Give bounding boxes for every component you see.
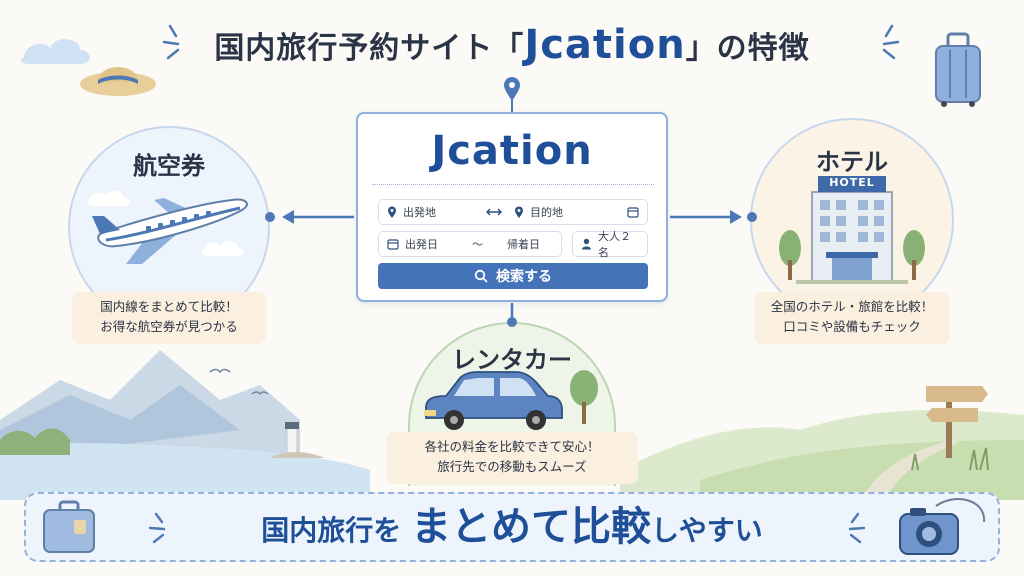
return-date-label: 帰着日 (507, 238, 540, 251)
sun-hat-icon (80, 67, 156, 96)
map-pin-icon (514, 206, 524, 219)
hotel-note-line1: 全国のホテル・旅館を比較！ (770, 299, 934, 314)
person-icon (581, 238, 592, 250)
airline-title: 航空券 (133, 152, 205, 180)
date-range-field[interactable]: 出発日 〜 帰着日 (378, 231, 562, 257)
hotel-building-icon (779, 176, 925, 284)
suitcase-icon (935, 32, 981, 107)
hotel-note: 全国のホテル・旅館を比較！ 口コミや設備もチェック (754, 292, 950, 344)
camera-icon (899, 498, 986, 555)
bottom-banner (24, 492, 1000, 562)
search-button[interactable]: 検索する (378, 263, 648, 289)
swap-arrows-icon[interactable] (486, 207, 502, 217)
card-divider (372, 184, 654, 185)
search-icon (474, 269, 488, 283)
sparkle-lines-right (882, 24, 900, 60)
departure-date-label: 出発日 (405, 238, 438, 251)
airline-note: 国内線をまとめて比較！ お得な航空券が見つかる (72, 292, 266, 344)
search-button-label: 検索する (496, 269, 552, 285)
pin-connector (511, 100, 513, 112)
calendar-icon (627, 206, 639, 218)
banner-part2: しやすい (651, 514, 763, 547)
passenger-field[interactable]: 大人２名 (572, 230, 648, 259)
page-title: 国内旅行予約サイト「Jcation」の特徴 (0, 22, 1024, 68)
search-card-logo: Jcation (431, 128, 593, 174)
title-suffix: 」の特徴 (685, 31, 810, 66)
banner-text: 国内旅行を まとめて比較しやすい (0, 496, 1024, 562)
airline-note-line2: お得な航空券が見つかる (100, 319, 238, 334)
route-field[interactable]: 出発地 目的地 (378, 199, 648, 225)
car-icon (424, 370, 598, 430)
map-pin-icon (387, 206, 397, 219)
luggage-icon (43, 500, 95, 553)
title-prefix: 国内旅行予約サイト「 (214, 31, 525, 66)
date-range-separator: 〜 (472, 238, 483, 251)
hotel-title: ホテル (816, 148, 888, 176)
hotel-note-line2: 口コミや設備もチェック (783, 319, 921, 334)
destination-label: 目的地 (530, 206, 563, 219)
passenger-count-label: 大人２名 (598, 230, 631, 259)
location-pin-icon (504, 77, 520, 101)
departure-place-label: 出発地 (403, 206, 436, 219)
hotel-sign: HOTEL (829, 176, 875, 189)
rentacar-note-line2: 旅行先での移動もスムーズ (437, 459, 587, 474)
airline-note-line1: 国内線をまとめて比較！ (100, 299, 238, 314)
banner-part1: 国内旅行を (261, 514, 411, 547)
sparkle-lines-left (162, 24, 180, 60)
banner-emphasis: まとめて比較 (411, 504, 651, 550)
rentacar-note: 各社の料金を比較できて安心！ 旅行先での移動もスムーズ (386, 432, 638, 484)
title-brand: Jcation (524, 22, 686, 68)
rentacar-title: レンタカー (452, 346, 572, 374)
sparkle-lines-banner-left (148, 512, 166, 544)
airplane-icon (87, 190, 248, 264)
sparkle-lines-banner-right (848, 512, 866, 544)
rentacar-note-line1: 各社の料金を比較できて安心！ (424, 439, 600, 454)
calendar-icon (387, 238, 399, 250)
search-card: Jcation 出発地 目的地 出発日 〜 帰着日 大人２名 (356, 112, 668, 302)
